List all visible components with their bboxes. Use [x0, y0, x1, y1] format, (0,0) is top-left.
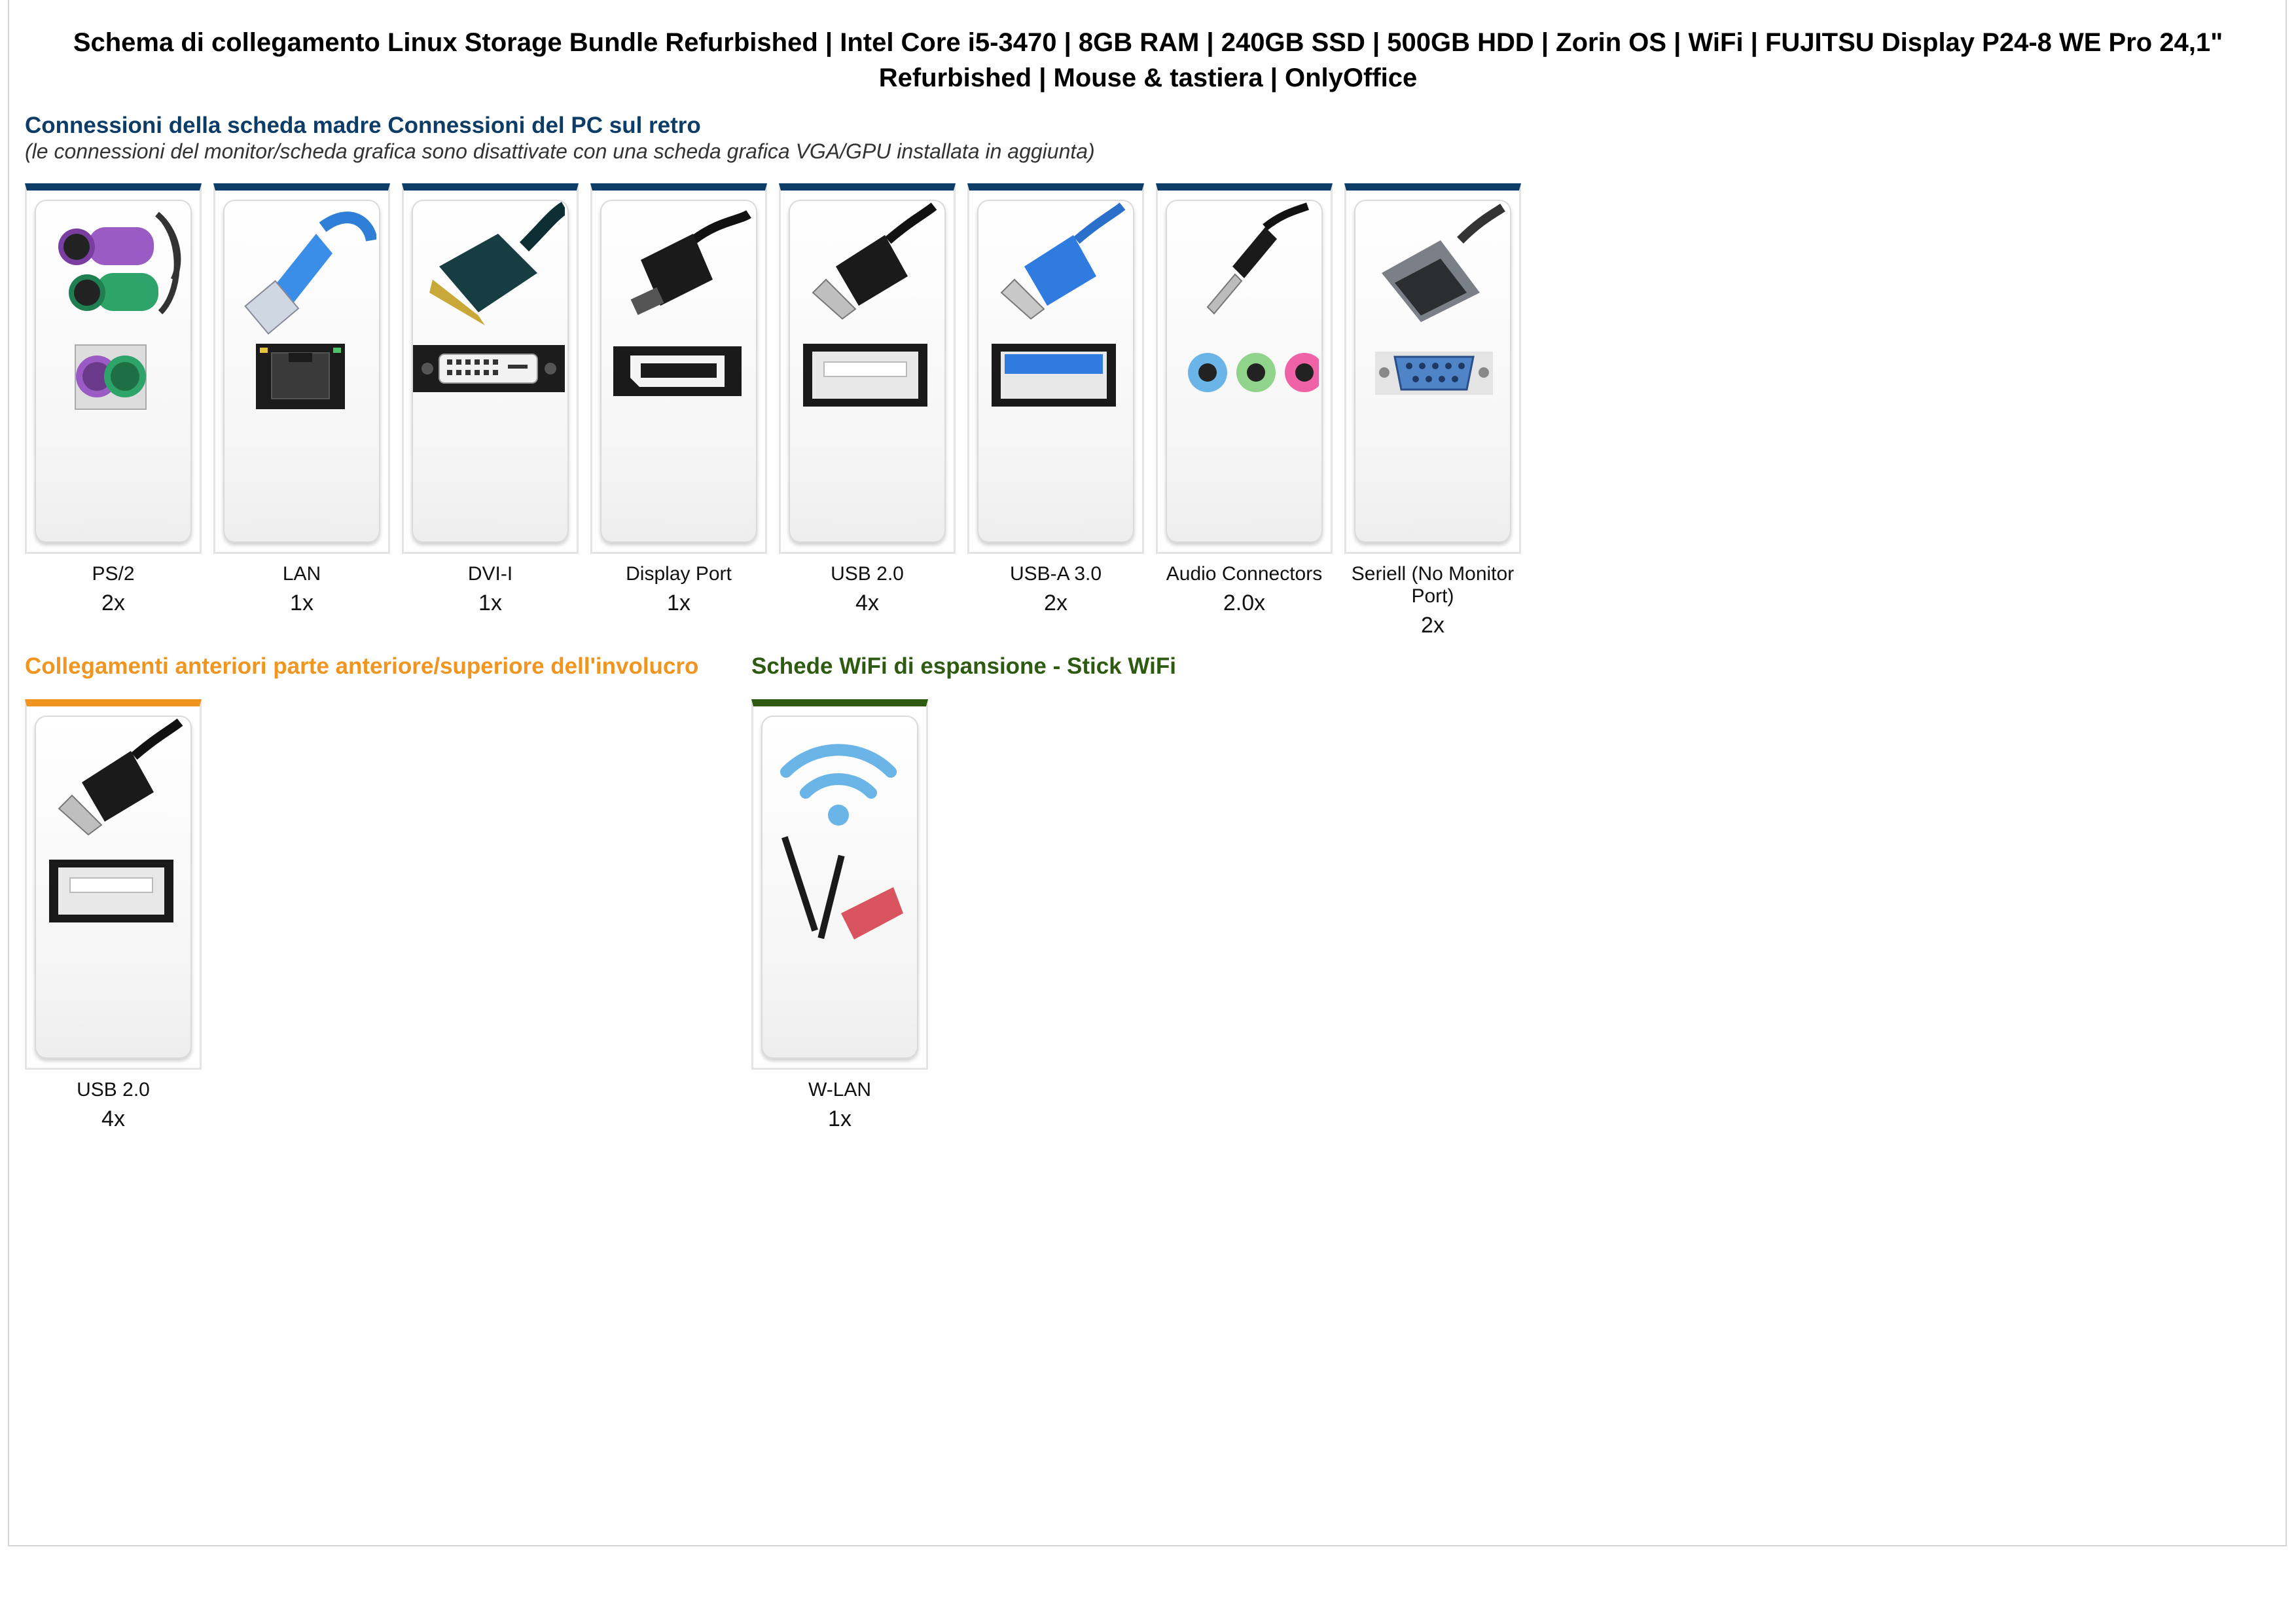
dvi-connector-icon [412, 200, 569, 543]
ps2-connector-icon [35, 200, 192, 543]
title-line-1: Schema di collegamento Linux Storage Bun… [73, 28, 2223, 57]
tile-card [1156, 183, 1333, 554]
tile-label: LAN [282, 563, 321, 585]
tile-card [402, 183, 579, 554]
tile-count: 4x [855, 591, 879, 615]
tile-count: 1x [667, 591, 691, 615]
serial-connector-icon [1354, 200, 1511, 543]
displayport-connector-icon [600, 200, 757, 543]
tile-label: USB 2.0 [77, 1079, 150, 1101]
rear-section-note: (le connessioni del monitor/scheda grafi… [25, 139, 1095, 163]
tile-card [1344, 183, 1521, 554]
lan-connector-icon [223, 200, 380, 543]
tile-label: W-LAN [808, 1079, 872, 1101]
tile-count: 4x [101, 1106, 125, 1131]
tile-count: 1x [828, 1106, 852, 1131]
wifi-antenna-icon [761, 716, 918, 1059]
tile-count: 2x [1421, 613, 1444, 638]
usb2-connector-icon [35, 716, 192, 1059]
tile-count: 1x [290, 591, 314, 615]
tile-card [25, 699, 202, 1070]
tile-count: 2x [101, 591, 125, 615]
usb3-connector-icon [977, 200, 1134, 543]
tile-label: Audio Connectors [1166, 563, 1323, 585]
tile-label: USB-A 3.0 [1009, 563, 1102, 585]
page-title: Schema di collegamento Linux Storage Bun… [26, 25, 2270, 96]
tile-label: Display Port [626, 563, 732, 585]
wifi-section-heading: Schede WiFi di espansione - Stick WiFi [751, 653, 1176, 679]
tile-card [779, 183, 956, 554]
audio-connector-icon [1166, 200, 1323, 543]
tile-card [751, 699, 928, 1070]
tile-label: DVI-I [467, 563, 513, 585]
tile-count: 2x [1044, 591, 1067, 615]
tile-count: 1x [478, 591, 502, 615]
tile-card [590, 183, 767, 554]
tile-label: USB 2.0 [831, 563, 904, 585]
title-line-2: Refurbished | Mouse & tastiera | OnlyOff… [878, 64, 1418, 92]
front-section-heading: Collegamenti anteriori parte anteriore/s… [25, 653, 699, 679]
tile-label: PS/2 [92, 563, 135, 585]
tile-label: Seriell (No Monitor Port) [1351, 563, 1515, 607]
tile-card [967, 183, 1144, 554]
tile-card [25, 183, 202, 554]
tile-count: 2.0x [1223, 591, 1266, 615]
tile-card [213, 183, 390, 554]
usb2-connector-icon [789, 200, 946, 543]
page-frame [8, 0, 2287, 1546]
rear-section-heading: Connessioni della scheda madre Connessio… [25, 113, 701, 138]
